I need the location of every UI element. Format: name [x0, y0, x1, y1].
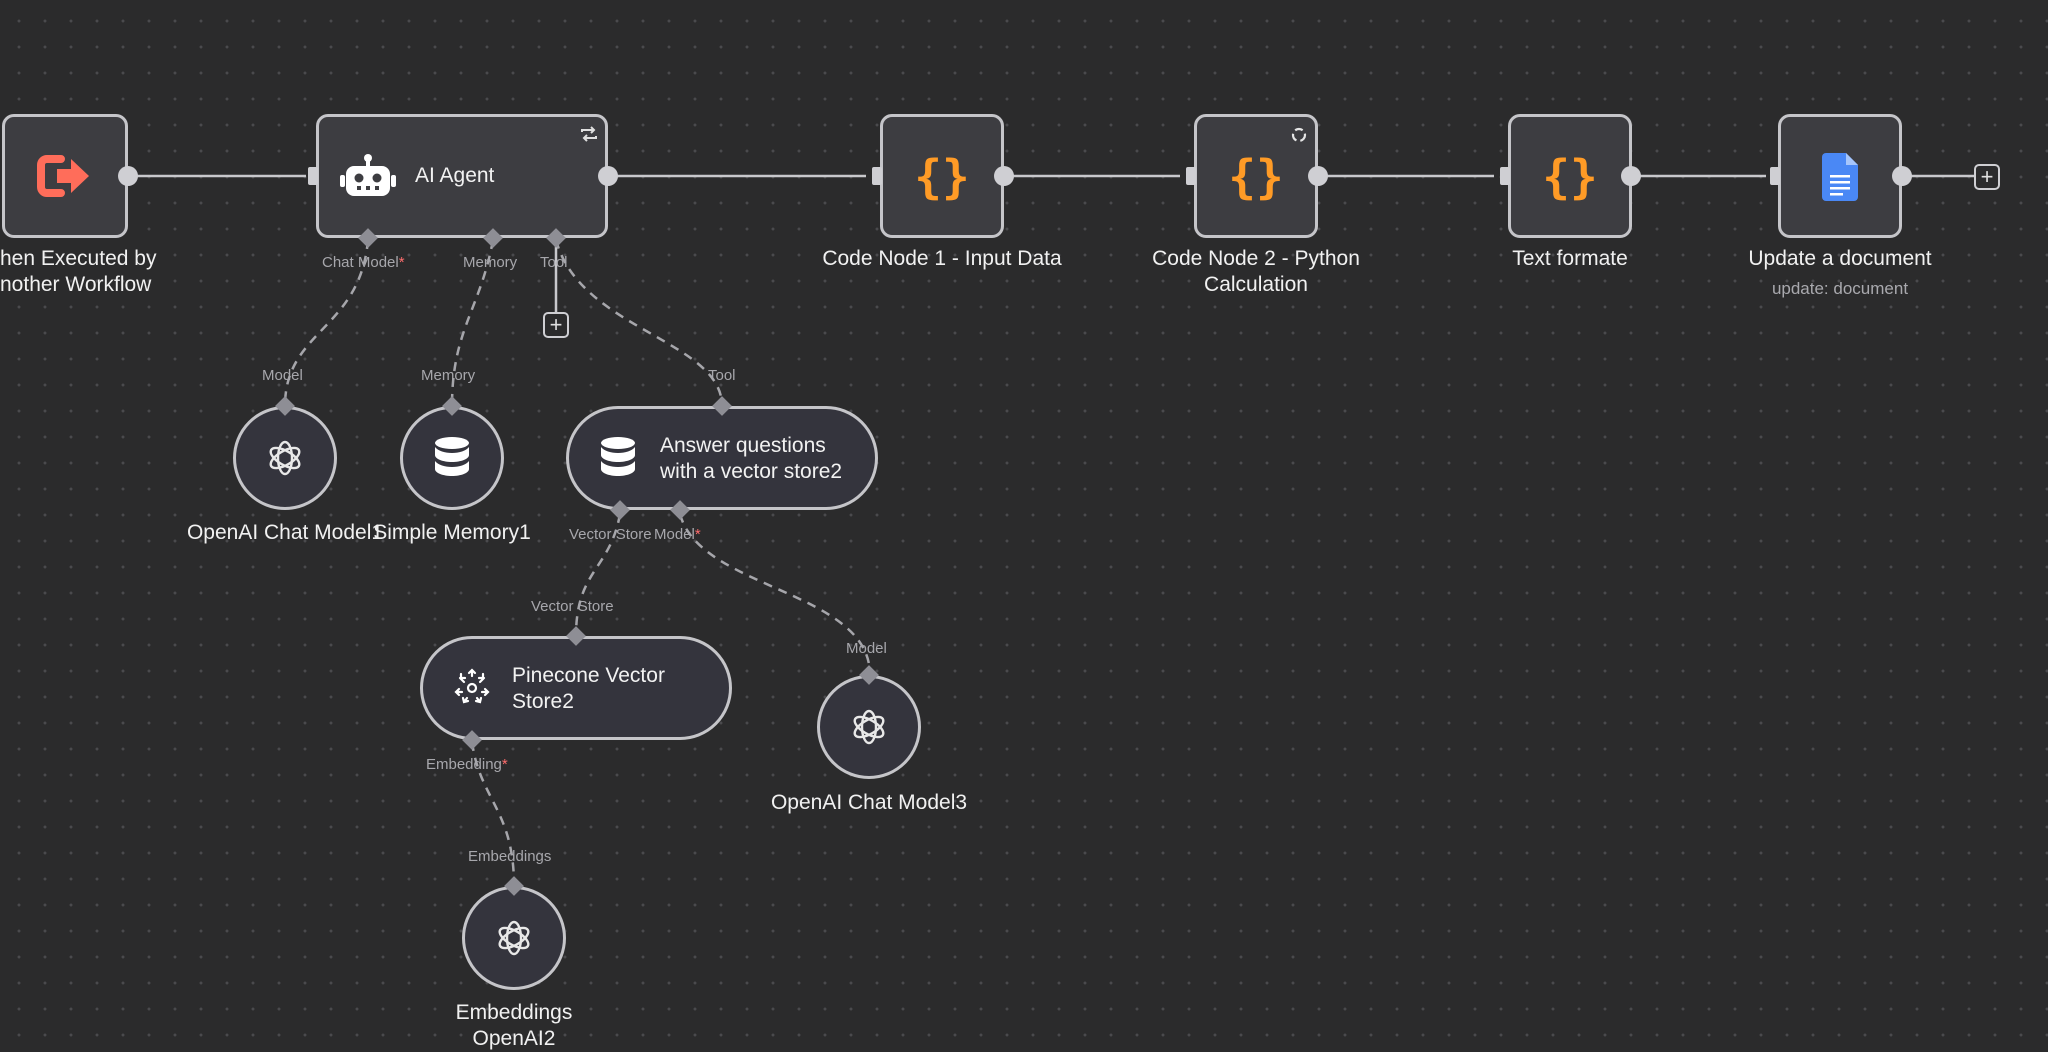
qa-tool-model-label: Model*: [654, 526, 701, 543]
embeddings-port-label: Embeddings: [468, 848, 552, 865]
openai-chat-model3-label: OpenAI Chat Model3: [770, 791, 968, 814]
update-document-sublabel: update: document: [1771, 279, 1909, 298]
update-document-node[interactable]: [1778, 114, 1902, 238]
curly-braces-icon: {}: [902, 148, 982, 204]
qa-tool-vector-store-label: Vector Store: [569, 526, 652, 543]
openai-chat-model1-label: OpenAI Chat Model1: [186, 521, 384, 544]
embeddings-openai2-label-line1: Embeddings: [455, 1001, 573, 1024]
agent-chat-model-label: Chat Model*: [322, 254, 405, 271]
code-node-2-label-line2: Calculation: [1204, 273, 1308, 296]
agent-memory-label: Memory: [463, 254, 518, 271]
code-node-1-output-port[interactable]: [994, 166, 1014, 186]
chat-model3-port-label: Model: [846, 640, 887, 657]
text-formate-input-port[interactable]: [1500, 167, 1510, 185]
openai-chat-model3-node[interactable]: [817, 675, 921, 779]
pinecone-title-line1: Pinecone Vector: [512, 664, 665, 687]
pinecone-port-label: Vector Store: [531, 598, 614, 615]
memory-port-label: Memory: [421, 367, 476, 384]
chat-model1-port-label: Model: [262, 367, 303, 384]
openai-icon: [263, 436, 307, 480]
svg-text:{}: {}: [1542, 150, 1597, 204]
database-icon: [432, 434, 472, 482]
embeddings-openai2-node[interactable]: [462, 886, 566, 990]
qa-tool-title-line1: Answer questions: [660, 434, 826, 457]
openai-icon: [847, 705, 891, 749]
pinecone-icon: [452, 666, 492, 710]
pinecone-title-line2: Store2: [512, 690, 574, 713]
google-docs-icon: [1820, 152, 1860, 202]
svg-text:{}: {}: [1228, 150, 1283, 204]
ai-agent-input-port[interactable]: [308, 167, 318, 185]
agent-tool-label: Tool: [540, 254, 568, 271]
code-node-2-label-line1: Code Node 2 - Python: [1152, 247, 1360, 270]
exit-arrow-icon: [35, 150, 95, 202]
text-formate-output-port[interactable]: [1621, 166, 1641, 186]
openai-icon: [492, 916, 536, 960]
curly-braces-icon: {}: [1216, 148, 1296, 204]
code-node-2-output-port[interactable]: [1308, 166, 1328, 186]
ai-agent-title: AI Agent: [415, 164, 495, 187]
trigger-label-line2: nother Workflow: [0, 273, 152, 296]
database-icon: [598, 434, 638, 482]
agent-add-tool-button[interactable]: +: [543, 312, 569, 338]
embeddings-openai2-label-line2: OpenAI2: [472, 1027, 556, 1050]
pinecone-vector-store2-node[interactable]: [420, 636, 732, 740]
trigger-output-port[interactable]: [118, 166, 138, 186]
pinecone-embedding-label: Embedding*: [426, 756, 508, 773]
ai-agent-output-port[interactable]: [598, 166, 618, 186]
curly-braces-icon: {}: [1530, 148, 1610, 204]
qa-tool-port-label: Tool: [708, 367, 736, 384]
simple-memory1-label: Simple Memory1: [373, 521, 531, 544]
update-document-label: Update a document: [1748, 247, 1932, 270]
update-document-output-port[interactable]: [1892, 166, 1912, 186]
trigger-label-line1: hen Executed by: [0, 247, 157, 270]
svg-text:{}: {}: [914, 150, 969, 204]
code-node-1-label: Code Node 1 - Input Data: [822, 247, 1062, 270]
add-next-node-button[interactable]: +: [1974, 164, 2000, 190]
text-formate-label: Text formate: [1512, 247, 1628, 270]
code-node-1-input-port[interactable]: [872, 167, 882, 185]
repeat-icon: [578, 124, 600, 144]
robot-icon: [338, 152, 398, 200]
qa-tool-title-line2: with a vector store2: [660, 460, 843, 483]
code-node-2-input-port[interactable]: [1186, 167, 1196, 185]
update-document-input-port[interactable]: [1770, 167, 1780, 185]
refresh-icon: [1288, 124, 1310, 146]
